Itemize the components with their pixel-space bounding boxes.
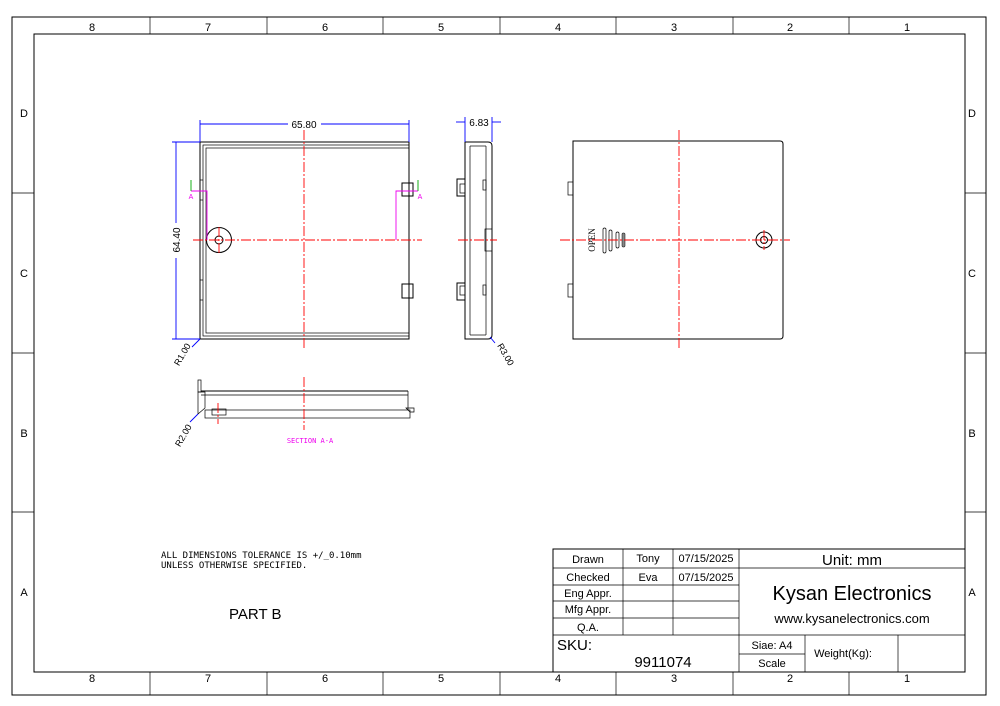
row-label: C <box>20 268 28 280</box>
col-label: 2 <box>787 673 793 685</box>
sku-value: 9911074 <box>634 654 691 671</box>
title-block: Drawn Tony 07/15/2025 Checked Eva 07/15/… <box>552 548 966 673</box>
notes: ALL DIMENSIONS TOLERANCE IS +/_0.10mm UN… <box>161 551 361 623</box>
col-label: 7 <box>205 673 211 685</box>
row-label: D <box>20 108 28 120</box>
company-name: Kysan Electronics <box>773 583 932 605</box>
radius-dimension: R3.00 <box>495 342 516 368</box>
section-label: SECTION A-A <box>287 437 334 445</box>
col-label: 1 <box>904 22 910 34</box>
part-label: PART B <box>229 606 282 623</box>
unit-label: Unit: mm <box>822 552 882 569</box>
row-label: A <box>20 587 28 599</box>
col-label: 3 <box>671 673 677 685</box>
col-label: 4 <box>555 22 561 34</box>
row-label: B <box>20 428 27 440</box>
row-label: B <box>968 428 975 440</box>
col-label: 6 <box>322 673 328 685</box>
height-dimension: 64.40 <box>172 227 183 252</box>
front-view: A A 65.80 64.40 R1.00 <box>172 120 423 367</box>
latch-tab <box>401 283 414 299</box>
drawn-label: Drawn <box>572 554 604 566</box>
col-label: 2 <box>787 22 793 34</box>
back-view: OPEN <box>560 130 790 348</box>
section-marker: A <box>418 194 423 201</box>
col-label: 5 <box>438 22 444 34</box>
mfg-appr-label: Mfg Appr. <box>565 604 611 616</box>
row-label: A <box>968 587 976 599</box>
col-label: 8 <box>89 673 95 685</box>
row-label: C <box>968 268 976 280</box>
weight-label: Weight(Kg): <box>814 648 872 660</box>
row-label: D <box>968 108 976 120</box>
width-dimension: 65.80 <box>291 120 316 131</box>
radius-dimension: R2.00 <box>173 423 194 449</box>
col-label: 4 <box>555 673 561 685</box>
zone-grid: 8 7 6 5 4 3 2 1 8 7 6 5 4 3 2 1 D C B A … <box>12 17 986 695</box>
radius-dimension: R1.00 <box>172 342 193 368</box>
side-view: 6.83 R3.00 <box>456 117 516 367</box>
col-label: 7 <box>205 22 211 34</box>
col-label: 3 <box>671 22 677 34</box>
size-label: Siae: A4 <box>752 640 793 652</box>
col-label: 1 <box>904 673 910 685</box>
drawn-name: Tony <box>636 553 660 565</box>
col-label: 5 <box>438 673 444 685</box>
latch-tab <box>401 182 414 197</box>
qa-label: Q.A. <box>577 622 599 634</box>
col-label: 6 <box>322 22 328 34</box>
eng-appr-label: Eng Appr. <box>564 588 612 600</box>
section-marker: A <box>189 194 194 201</box>
outer-frame <box>11 16 987 696</box>
company-website: www.kysanelectronics.com <box>773 611 929 626</box>
col-label: 8 <box>89 22 95 34</box>
thickness-dimension: 6.83 <box>469 118 489 129</box>
scale-label: Scale <box>758 658 786 670</box>
drawn-date: 07/15/2025 <box>678 553 733 565</box>
checked-date: 07/15/2025 <box>678 572 733 584</box>
sku-label: SKU: <box>557 637 592 654</box>
tolerance-note: UNLESS OTHERWISE SPECIFIED. <box>161 561 307 571</box>
section-view: R2.00 SECTION A-A <box>173 377 415 449</box>
checked-name: Eva <box>639 572 659 584</box>
tolerance-note: ALL DIMENSIONS TOLERANCE IS +/_0.10mm <box>161 551 361 561</box>
checked-label: Checked <box>566 572 609 584</box>
